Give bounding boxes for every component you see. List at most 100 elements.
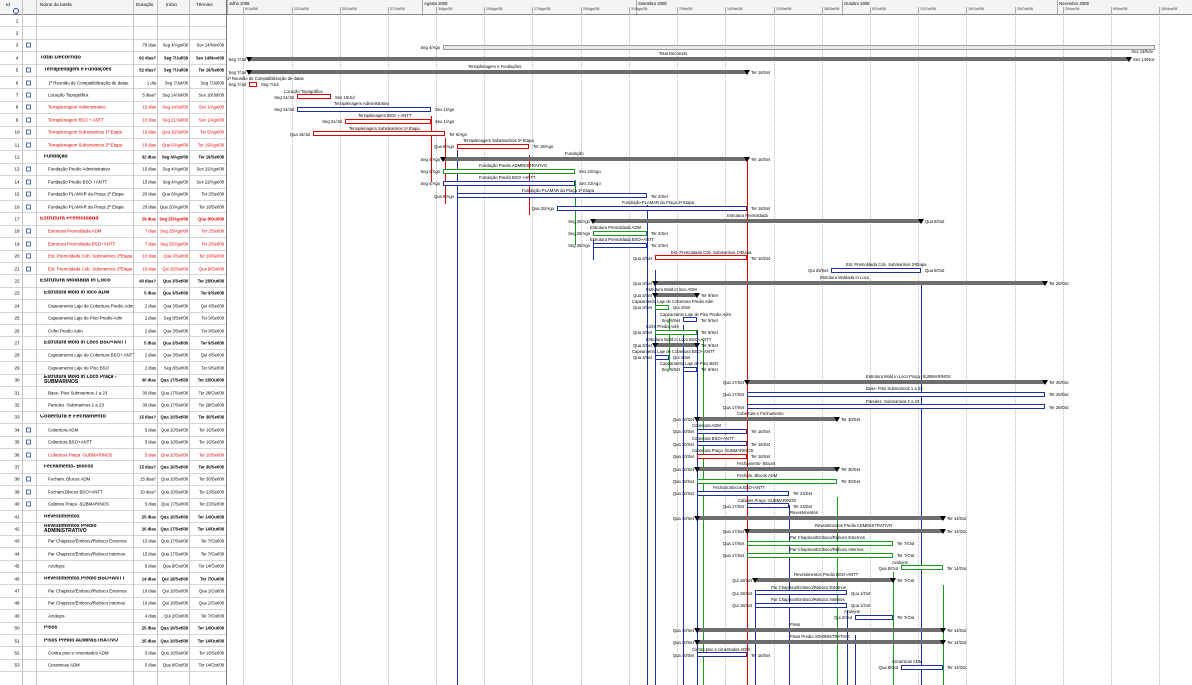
task-name[interactable]: Par Chapisco/Emboco/Reboco Internos [48, 600, 126, 606]
task-name[interactable]: Azulejos [48, 563, 65, 569]
table-row[interactable]: 2 [0, 27, 226, 40]
task-name[interactable]: Fundação Predio Administrativo [48, 166, 110, 172]
task-name[interactable]: Fundação Predio BSO +ANTT [48, 179, 108, 185]
gantt-bar[interactable] [697, 478, 837, 484]
gantt-bar[interactable] [297, 94, 331, 100]
task-name[interactable]: Fundação [44, 154, 68, 160]
gantt-bar[interactable] [655, 354, 669, 360]
task-name[interactable]: Total Decorrido [40, 55, 81, 61]
gantt-bar[interactable] [655, 293, 697, 297]
col-duration-header[interactable]: Duração [136, 2, 154, 7]
gantt-bar[interactable] [697, 417, 837, 421]
task-name[interactable]: Est. Premoldada Cob. Submarinos 2ªEtapa [48, 266, 133, 272]
gantt-bar[interactable] [593, 242, 647, 248]
gantt-bar[interactable] [443, 168, 575, 174]
gantt-bar[interactable] [755, 578, 893, 583]
task-name[interactable]: 1ª Reunião de Compatibilização de datas [48, 80, 129, 86]
task-name[interactable]: Cobertura BSO+ANTT [48, 439, 93, 445]
gantt-bar[interactable] [747, 540, 893, 546]
task-name[interactable]: Estrutura Premoldada [40, 216, 99, 222]
task-name[interactable]: Capeamento Laje de Cobertura BSO+ ANTT [48, 352, 136, 358]
gantt-bar[interactable] [697, 640, 943, 645]
task-name[interactable]: Revestimentos Predio BSO+ANTT [44, 576, 125, 582]
task-name[interactable]: Terraplenagem BSO + ANTT [48, 117, 105, 123]
task-name[interactable]: Capeamento Laje de Piso Predio Adm [48, 315, 123, 321]
gantt-bar[interactable] [697, 466, 837, 471]
task-name[interactable]: Estrutura Mold in Loco Praça -SUBMARINOS [44, 375, 117, 386]
task-name[interactable]: Base- Piso Submarinos 1 a 23 [48, 390, 108, 396]
task-name[interactable]: Terraplenagem Administrativo [48, 104, 106, 110]
gantt-bar[interactable] [697, 652, 747, 658]
task-name[interactable]: Locação Topográfica [48, 92, 89, 98]
gantt-bar[interactable] [901, 565, 943, 571]
task-name[interactable]: Revestimentos Predio ADMINISTRATIVO [44, 524, 97, 535]
gantt-bar[interactable] [747, 552, 893, 558]
gantt-bar[interactable] [855, 614, 893, 620]
task-name[interactable]: Pisos Predio ADMINISTRATIVO [44, 638, 119, 644]
task-name[interactable]: Ceramicas ADM [48, 662, 80, 668]
task-name[interactable]: Est. Premoldada Cob. Submarinos 1ªEtapa [48, 253, 133, 259]
gantt-bar[interactable] [655, 329, 697, 335]
task-name[interactable]: Contra piso e cimentados ADM [48, 650, 109, 656]
gantt-bar[interactable] [443, 180, 575, 186]
col-start-header[interactable]: Início [166, 2, 177, 7]
gantt-bar[interactable] [697, 627, 943, 632]
gantt-bar[interactable] [697, 516, 943, 521]
task-name[interactable]: Fecham.Blocos BSO+ANTT [48, 489, 103, 495]
gantt-bar[interactable] [747, 404, 1045, 410]
task-name[interactable]: Cobertura Praça -SUBMARINOS [48, 452, 113, 458]
gantt-bar[interactable] [697, 428, 747, 434]
task-name[interactable]: Fecham. Blocos ADM [48, 476, 91, 482]
task-name[interactable]: Fechamento- Blocos [44, 464, 94, 470]
gantt-bar[interactable] [297, 106, 431, 112]
gantt-bar[interactable] [443, 156, 747, 161]
gantt-bar[interactable] [697, 441, 747, 447]
table-row[interactable]: 1 [0, 15, 226, 28]
gantt-bar[interactable] [747, 391, 1045, 397]
task-name[interactable]: Terraplenagem Subsmarinos 1ª Etapa [48, 129, 123, 135]
gantt-bar[interactable] [683, 366, 697, 372]
gantt-bar[interactable] [313, 131, 445, 137]
gantt-bar[interactable] [655, 342, 697, 347]
task-name[interactable]: Estrutura Premoldada ADM [48, 228, 102, 234]
gantt-bar[interactable] [249, 81, 257, 87]
